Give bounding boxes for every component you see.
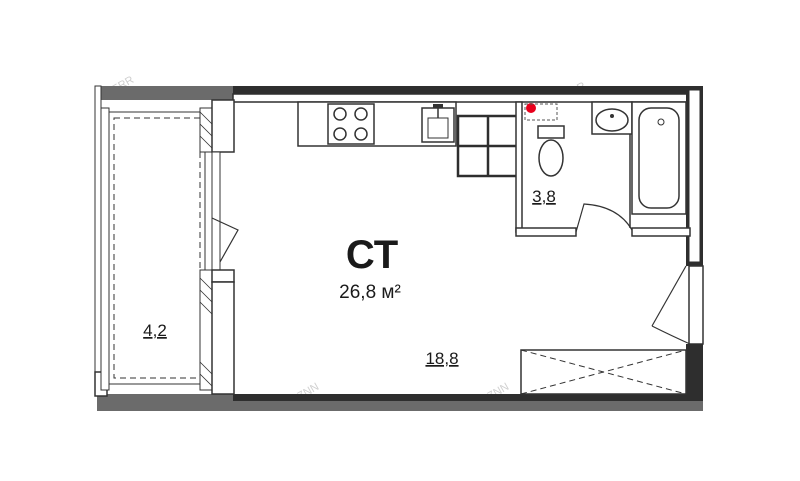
- apartment-type: СТ: [346, 233, 398, 277]
- total-area: 26,8 м²: [339, 282, 401, 303]
- balcony-area: 4,2: [143, 321, 167, 340]
- kitchen: [297, 101, 520, 178]
- wardrobe: [520, 349, 687, 395]
- bathroom: [515, 101, 691, 237]
- entrance-door: [651, 265, 691, 345]
- fridge: [456, 114, 520, 178]
- room-left-wall: [211, 99, 239, 395]
- bathtub: [631, 101, 687, 215]
- outer-walls: [94, 85, 704, 411]
- toilet: [537, 125, 565, 177]
- bathroom-area: 3,8: [532, 187, 556, 206]
- riser-marker: [526, 103, 536, 113]
- top-wall: [95, 86, 233, 100]
- top-wall-main: [233, 86, 689, 94]
- left-wall: [94, 85, 102, 387]
- bathroom-door: [575, 203, 633, 233]
- balcony-door: [211, 217, 239, 263]
- main-room-area: 18,8: [425, 349, 458, 368]
- washbasin: [591, 101, 633, 135]
- balcony: [100, 107, 213, 391]
